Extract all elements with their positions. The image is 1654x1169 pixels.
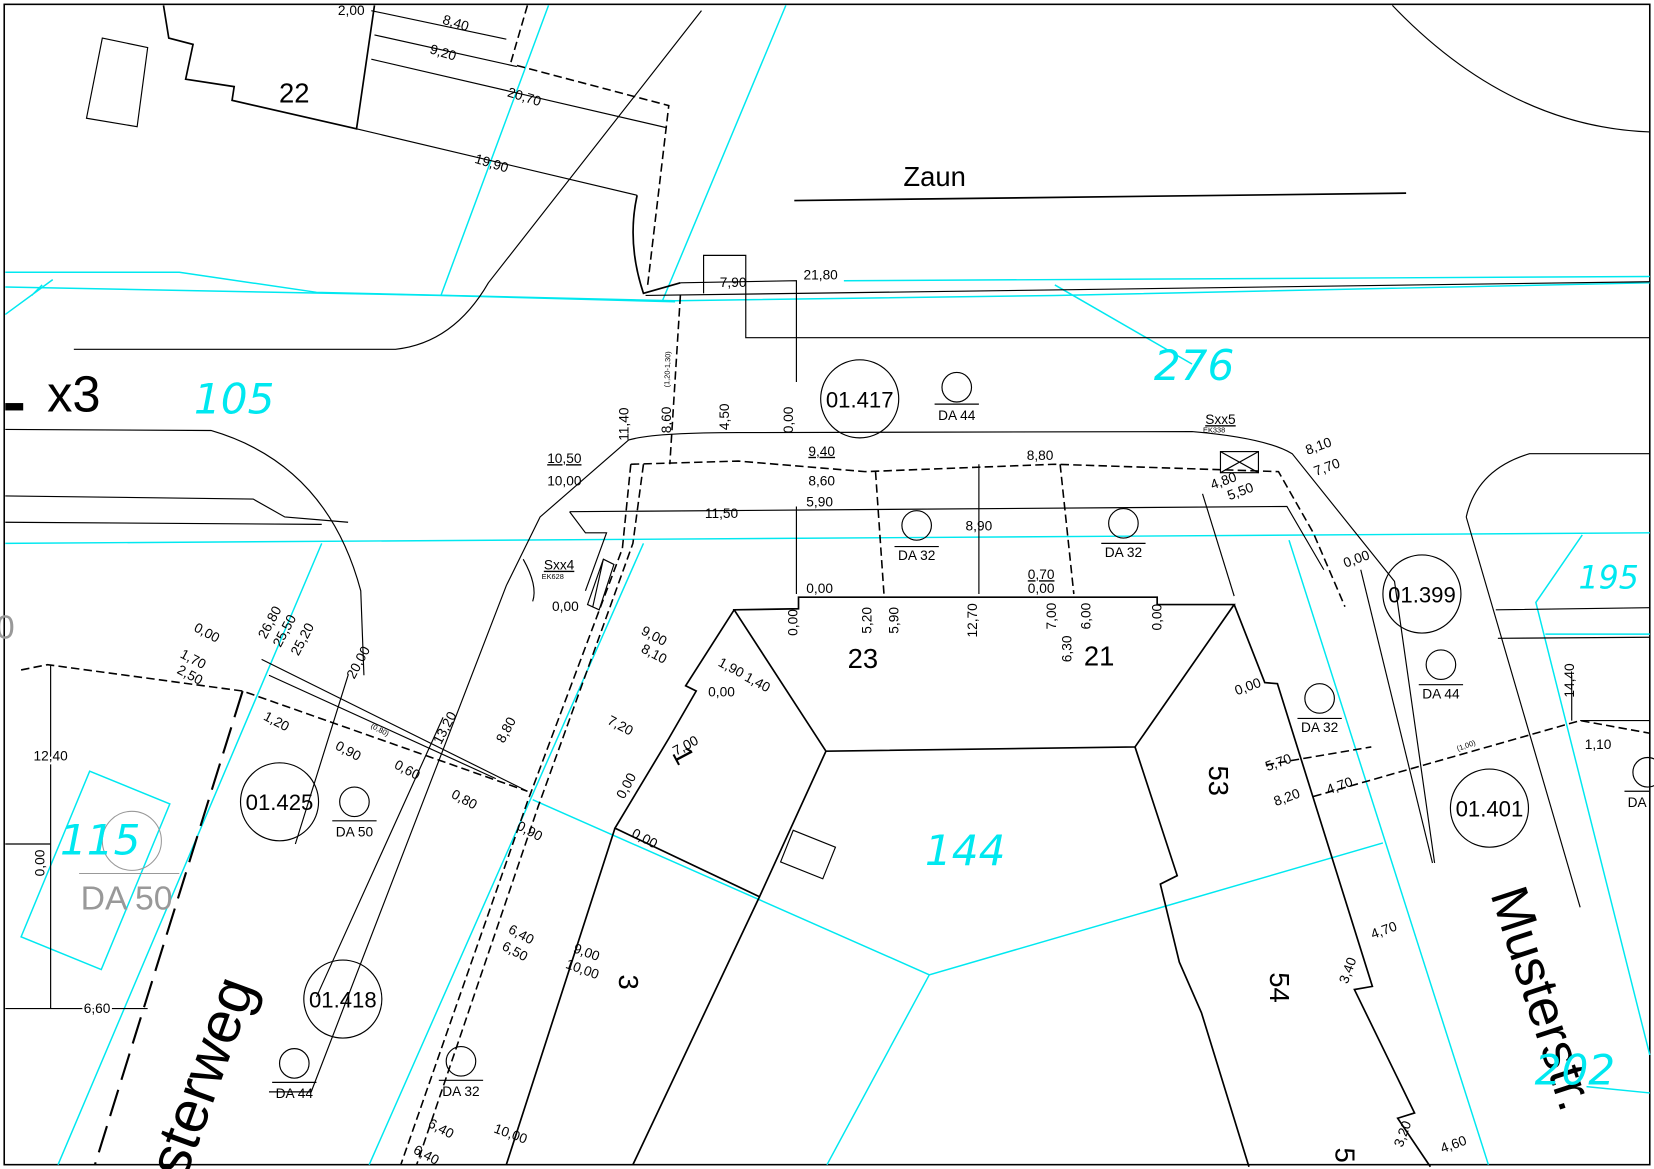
building-number: 21 [1084, 641, 1114, 672]
dimension: 6,30 [1060, 635, 1075, 662]
tree-id: 01.401 [1456, 797, 1524, 822]
label-x3: x3 [47, 366, 100, 423]
dimension: 8,90 [966, 519, 993, 534]
label-zaun: Zaun [903, 161, 965, 192]
dimension: 2,00 [338, 3, 365, 18]
dimension: 0,00 [785, 609, 800, 636]
dimension: 12,40 [33, 749, 68, 764]
buildings-23-21-1 [505, 596, 1236, 1166]
building-number: 22 [279, 77, 309, 108]
tree-type: DA [1628, 795, 1648, 810]
dimension: 7,90 [720, 275, 747, 290]
drawing-frame [3, 3, 1651, 1166]
dimension: 8,60 [808, 473, 835, 488]
dimension: 5,90 [806, 494, 833, 509]
legacy-tree-label: DA 50 [81, 879, 173, 917]
manhole-code: EK338 [1203, 426, 1225, 435]
building-number: 5 [1329, 1148, 1360, 1163]
dimension: 6,00 [1079, 602, 1094, 629]
tree-type: DA 32 [1105, 545, 1142, 560]
dimension: 0,00 [552, 599, 579, 614]
dimension: 0,00 [781, 406, 796, 433]
building-number: 3 [613, 975, 644, 990]
tree-type: DA 44 [938, 408, 976, 423]
dimension: 8,80 [1027, 448, 1054, 463]
parcel-number: 115 [60, 816, 141, 865]
dimension: 0,70 [1028, 567, 1055, 582]
manhole-label: Sxx4 [544, 558, 575, 573]
dimension: 10,00 [547, 473, 582, 488]
dimension: 11,50 [705, 506, 739, 521]
tree-id: 01.399 [1388, 582, 1456, 607]
dimension: 0,00 [806, 581, 833, 596]
tree-id: 01.418 [309, 987, 377, 1012]
parcel-number: 276 [1154, 341, 1235, 390]
parcel-number: 202 [1535, 1045, 1616, 1094]
parcel-number: 105 [194, 375, 275, 424]
building-number: 53 [1203, 765, 1234, 795]
tree-id: 01.425 [246, 790, 314, 815]
tree-type: DA 32 [898, 548, 935, 563]
dimension: 21,80 [804, 268, 839, 283]
dimension: 0,00 [1028, 581, 1055, 596]
manhole-label: Sxx5 [1205, 412, 1236, 427]
dimension: 5,90 [887, 607, 902, 634]
dimension: 0,00 [1149, 603, 1164, 630]
buildings-53-54 [1134, 604, 1432, 1168]
dimension: 10,50 [547, 451, 582, 466]
dimension: 7,00 [1044, 602, 1059, 629]
tree-id: 01.417 [826, 387, 894, 412]
x3-mark [5, 403, 24, 411]
building-number: 54 [1264, 972, 1295, 1002]
dimension: 9,40 [808, 444, 835, 459]
dimension: 1,10 [1585, 737, 1612, 752]
tree-type: DA 32 [1301, 720, 1338, 735]
parcel-number: 195 [1578, 561, 1638, 597]
manhole-code: EK628 [542, 572, 564, 581]
dimension: 5,20 [859, 607, 874, 634]
dimension: 6,60 [84, 1001, 111, 1016]
legacy-partial-label: 0 [0, 608, 15, 646]
tree-markers [79, 359, 1654, 1083]
linework [5, 4, 1650, 1165]
dimension: (1,20-1,30) [662, 351, 672, 387]
building-22 [85, 5, 376, 130]
dimension: 0,00 [32, 849, 47, 876]
dimension: 4,50 [717, 403, 732, 430]
dimension: 0,00 [708, 684, 735, 699]
parcel-boundaries [4, 5, 1651, 1166]
dimension: 14,40 [1562, 663, 1577, 698]
parcel-number: 144 [925, 826, 1006, 875]
tree-type: DA 44 [276, 1086, 314, 1101]
dimension: 8,60 [659, 406, 674, 433]
tree-type: DA 50 [336, 825, 374, 840]
tree-type: DA 32 [442, 1084, 479, 1099]
tree-type: DA 44 [1422, 686, 1460, 701]
dimension: 12,70 [965, 603, 980, 638]
dimension: 11,40 [617, 407, 632, 441]
building-number: 23 [848, 643, 878, 674]
